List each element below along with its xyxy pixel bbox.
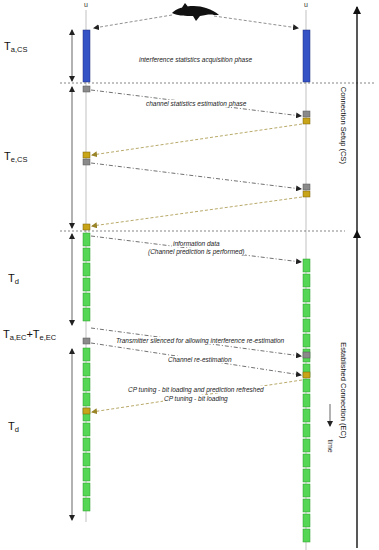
link-arrow: [214, 16, 298, 28]
phase-name: Established Connection (EC): [339, 342, 348, 438]
data-slot: [83, 453, 90, 466]
duration-subscript: e,CS: [11, 156, 28, 165]
duration-bracket: [72, 349, 73, 520]
duration-subscript: d: [15, 426, 19, 435]
data-slot: [83, 408, 90, 421]
data-slot: [303, 319, 310, 332]
vehicle-icon: [172, 3, 219, 21]
phase-arrow-head: [353, 230, 361, 238]
pilot-marker: [83, 338, 90, 344]
feedback-marker: [303, 372, 310, 378]
link-arrow: [94, 15, 172, 28]
pilot-marker: [303, 352, 310, 358]
feedback-arrow: [92, 380, 302, 412]
duration-subscript: e,EC: [40, 334, 57, 343]
feedback-arrow: [92, 124, 302, 155]
data-slot: [303, 289, 310, 302]
duration-symbol: T: [8, 272, 15, 285]
data-slot: [303, 484, 310, 497]
data-slot: [83, 393, 90, 406]
data-slot: [83, 363, 90, 376]
data-slot: [303, 514, 310, 527]
lifeline-name: u: [304, 1, 308, 9]
duration-bracket: [72, 30, 73, 81]
duration-symbol: T: [3, 328, 10, 341]
pilot-marker: [83, 159, 90, 165]
feedback-marker: [83, 408, 90, 414]
data-slot: [83, 423, 90, 436]
phase-separator: [60, 231, 345, 232]
data-slot: [303, 304, 310, 317]
data-slot: [83, 248, 90, 261]
duration-subscript: a,EC: [10, 334, 27, 343]
message-arrow: [91, 236, 301, 262]
message-label: CP tuning - bit loading: [163, 395, 229, 402]
data-slot: [303, 364, 310, 377]
message-arrow: [91, 343, 301, 375]
message-label: (Channel prediction is performed): [147, 248, 245, 255]
lifeline-name: u: [84, 1, 88, 9]
message-arrow: [91, 328, 301, 356]
feedback-marker: [83, 224, 90, 230]
duration-bracket: [72, 234, 73, 325]
data-slot: [83, 278, 90, 291]
data-slot: [303, 439, 310, 452]
duration-subscript: a,CS: [11, 46, 28, 55]
feedback-marker: [303, 191, 310, 197]
data-slot: [303, 394, 310, 407]
duration-subscript: d: [15, 278, 19, 287]
data-slot: [303, 379, 310, 392]
data-slot: [303, 529, 310, 542]
phase-name: Connection Setup (CS): [338, 87, 347, 164]
data-slot: [303, 409, 310, 422]
data-slot: [303, 469, 310, 482]
message-label: Transmitter silenced for allowing interf…: [115, 337, 285, 344]
feedback-marker: [83, 152, 90, 158]
axis-label: time: [326, 439, 334, 452]
message-label: CP tuning - bit loading and prediction r…: [127, 386, 265, 393]
data-slot: [83, 498, 90, 511]
acquisition-bar: [83, 30, 90, 82]
data-slot: [83, 378, 90, 391]
message-label: information data: [172, 240, 221, 247]
phase-label: channel statistics estimation phase: [145, 100, 247, 107]
data-slot: [83, 468, 90, 481]
data-slot: [303, 274, 310, 287]
pilot-marker: [83, 86, 90, 92]
data-slot: [83, 308, 90, 321]
data-slot: [83, 293, 90, 306]
acquisition-bar: [303, 30, 310, 82]
phase-label: interference statistics acquisition phas…: [138, 56, 253, 63]
message-label: Channel re-estimation: [167, 356, 233, 363]
data-slot: [83, 348, 90, 361]
data-slot: [303, 349, 310, 362]
data-slot: [303, 334, 310, 347]
data-slot: [83, 483, 90, 496]
data-slot: [303, 454, 310, 467]
data-slot: [303, 259, 310, 272]
phase-arrow: [356, 7, 357, 548]
data-slot: [83, 438, 90, 451]
duration-bracket: [72, 87, 73, 228]
data-slot: [83, 263, 90, 276]
data-slot: [83, 233, 90, 246]
feedback-marker: [303, 118, 310, 124]
feedback-arrow: [92, 197, 302, 226]
pilot-marker: [303, 111, 310, 117]
message-arrow: [91, 90, 301, 116]
duration-symbol: +T: [26, 328, 39, 341]
duration-symbol: T: [8, 420, 15, 433]
message-arrow: [91, 163, 301, 189]
duration-symbol: T: [4, 40, 11, 53]
time-arrow: [330, 404, 331, 426]
pilot-marker: [303, 184, 310, 190]
duration-symbol: T: [4, 150, 11, 163]
phase-separator: [60, 83, 376, 84]
data-slot: [303, 499, 310, 512]
data-slot: [303, 424, 310, 437]
